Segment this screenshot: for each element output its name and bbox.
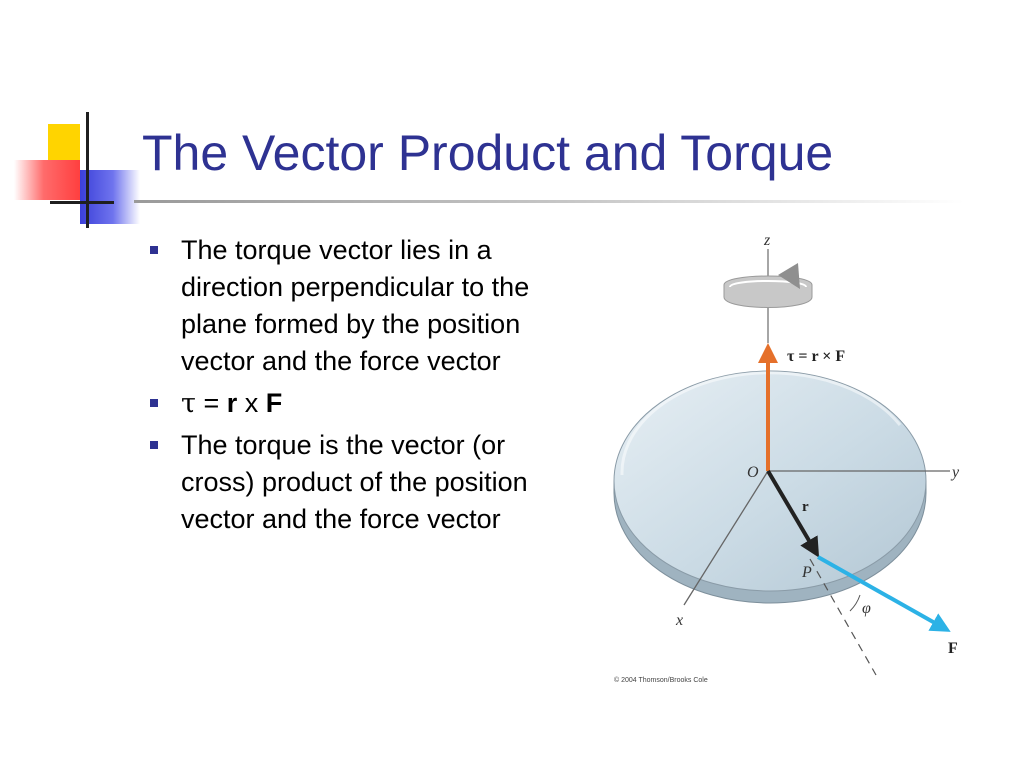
bullet-item: The torque vector lies in a direction pe… (150, 232, 560, 380)
origin-label: O (747, 464, 759, 481)
x-axis-label: x (675, 612, 683, 629)
bullet-square-icon (150, 399, 158, 407)
slide-title: The Vector Product and Torque (142, 125, 834, 181)
r-vector-label: r (802, 499, 809, 515)
decoration-horizontal-line (50, 201, 114, 204)
position-vector-arrow (766, 469, 820, 558)
decoration-red-block (14, 160, 80, 200)
torque-diagram: z y x τ = r × F O r P (613, 232, 960, 684)
point-p-label: P (801, 564, 812, 581)
bullet-item: The torque is the vector (or cross) prod… (150, 427, 560, 538)
r-symbol: r (226, 388, 238, 418)
force-vector-arrow (817, 555, 951, 632)
cross-sign: x (237, 388, 266, 418)
phi-angle-arc (849, 594, 861, 612)
torque-equation-label: τ = r × F (787, 348, 845, 365)
copyright-text: © 2004 Thomson/Brooks Cole (614, 676, 708, 684)
bullet-list: The torque vector lies in a direction pe… (150, 232, 560, 543)
x-axis-line (683, 470, 769, 606)
equals-sign: = (195, 388, 227, 418)
decoration-blue-block (80, 170, 140, 224)
f-vector-label: F (948, 640, 958, 657)
formula-text: τ = r x F (181, 385, 560, 422)
phi-angle-label: φ (862, 600, 871, 617)
bullet-square-icon (150, 441, 158, 449)
bullet-text: The torque vector lies in a direction pe… (181, 235, 530, 376)
rotation-arrow-icon (723, 263, 813, 308)
bullet-item-formula: τ = r x F (150, 385, 560, 422)
f-symbol: F (265, 388, 283, 418)
z-axis-label: z (763, 232, 771, 249)
bullet-text: The torque is the vector (or cross) prod… (181, 430, 528, 534)
bullet-square-icon (150, 246, 158, 254)
y-axis-label: y (950, 464, 960, 481)
tau-symbol: τ (181, 388, 196, 419)
decoration-vertical-line (86, 112, 89, 228)
title-underline (134, 200, 964, 203)
